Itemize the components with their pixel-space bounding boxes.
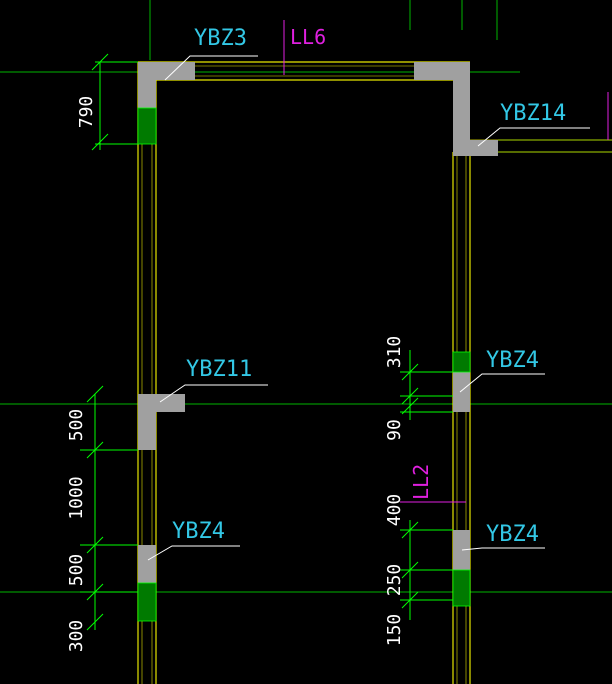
dim-500-lower: 500 [66, 554, 87, 587]
dim-90: 90 [384, 419, 405, 441]
column-ybz3 [138, 62, 195, 108]
column-ybz4-right-upper [453, 372, 470, 412]
column-ybz4-left-lower [138, 545, 156, 583]
dim-300: 300 [66, 620, 87, 653]
label-ybz11: YBZ11 [186, 357, 252, 382]
dim-150: 150 [384, 614, 405, 647]
dim-500-upper: 500 [66, 409, 87, 442]
axis-lines [0, 0, 612, 593]
label-ll2: LL2 [409, 464, 433, 500]
dim-790: 790 [76, 96, 97, 129]
label-ybz3: YBZ3 [194, 26, 247, 51]
columns [138, 62, 498, 583]
leader-lines [147, 55, 590, 561]
label-ybz4-right-lower: YBZ4 [486, 522, 539, 547]
label-ybz4-left-lower: YBZ4 [172, 519, 225, 544]
dim-250: 250 [384, 564, 405, 597]
column-ybz4-right-lower [453, 530, 470, 570]
column-ybz11 [138, 394, 185, 450]
beam-labels: LL6 LL2 [290, 25, 433, 500]
label-ybz4-right-upper: YBZ4 [486, 348, 539, 373]
dimension-lines [80, 53, 453, 631]
beam-tag-lines [283, 20, 609, 503]
dim-400: 400 [384, 494, 405, 527]
label-ybz14: YBZ14 [500, 101, 566, 126]
column-labels: YBZ3 YBZ14 YBZ11 YBZ4 YBZ4 YBZ4 [172, 26, 566, 547]
dim-310: 310 [384, 336, 405, 369]
dim-1000: 1000 [66, 476, 87, 519]
label-ll6: LL6 [290, 25, 326, 49]
dimension-values: 790 500 1000 500 300 310 90 400 250 150 [66, 96, 405, 653]
hatch-markers [137, 107, 471, 622]
column-ybz14 [414, 62, 498, 156]
